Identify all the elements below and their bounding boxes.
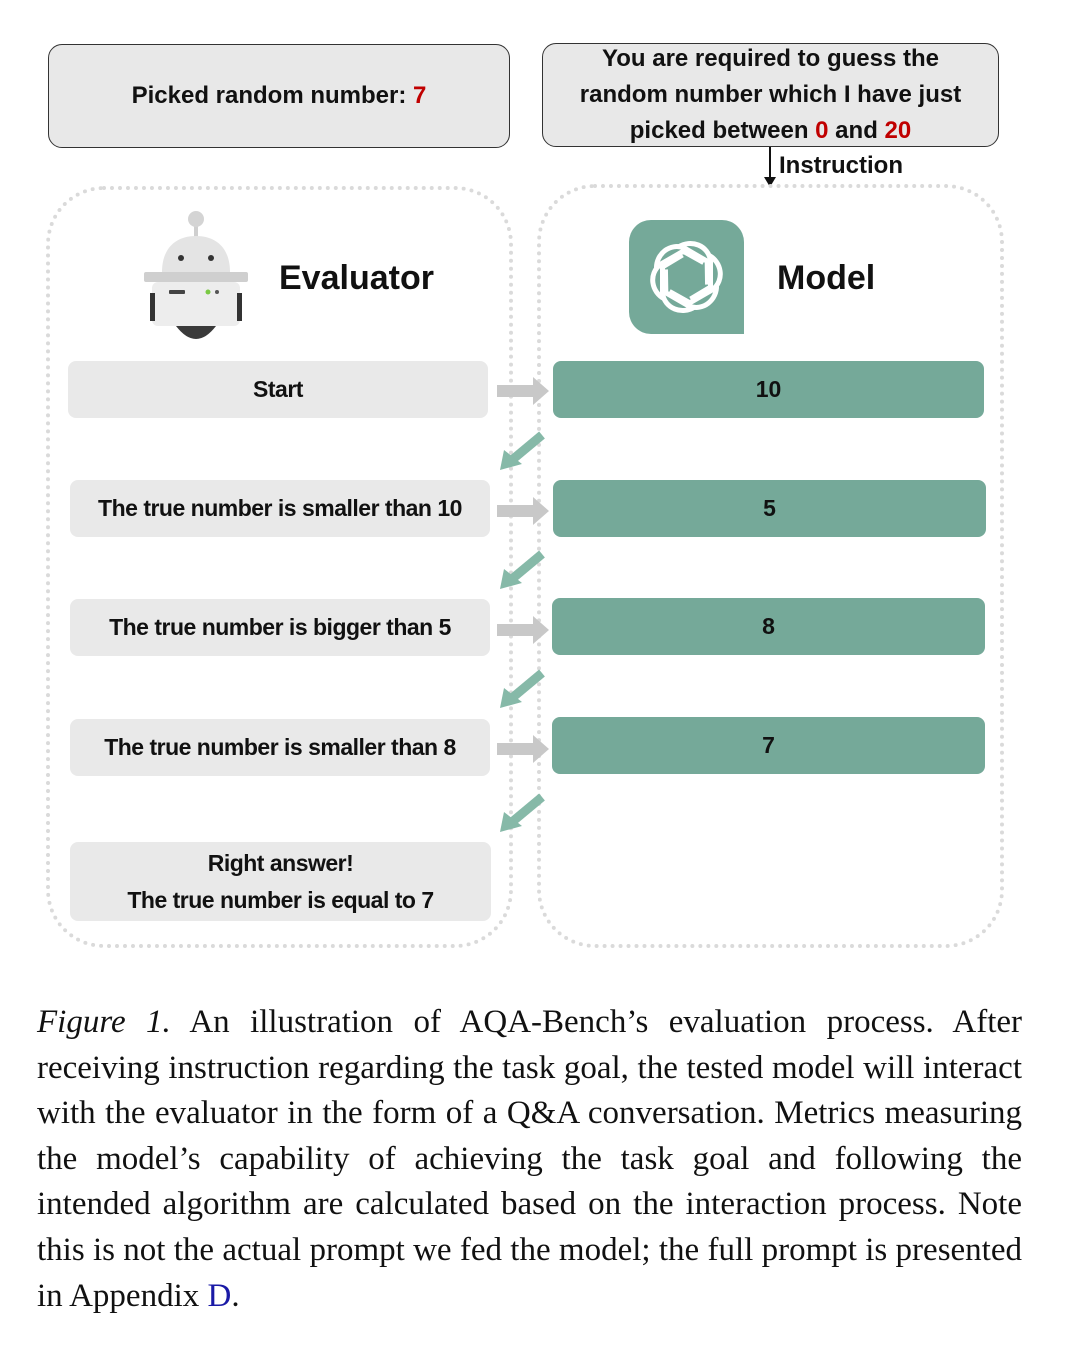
picked-number-value: 7: [413, 82, 427, 109]
down-left-arrow-icon: [500, 669, 545, 708]
evaluator-final-message: Right answer! The true number is equal t…: [70, 842, 491, 921]
evaluator-panel: [46, 186, 513, 948]
final-line-1: Right answer!: [207, 849, 354, 876]
down-left-arrow-icon: [500, 431, 545, 470]
right-arrow-icon: [497, 377, 549, 405]
evaluator-message: The true number is bigger than 5: [70, 599, 490, 656]
caption-text: An illustration of AQA-Bench’s evaluatio…: [37, 1004, 1023, 1314]
model-guess: 5: [553, 480, 986, 537]
instruction-line-2: random number which I have just: [579, 81, 962, 108]
range-low: 0: [815, 117, 829, 144]
evaluator-title: Evaluator: [279, 259, 434, 297]
right-arrow-icon: [497, 497, 549, 525]
picked-number-box: Picked random number: 7: [48, 44, 510, 148]
evaluator-message: The true number is smaller than 8: [70, 719, 490, 776]
openai-logo-icon: [629, 220, 744, 334]
model-panel: [537, 184, 1004, 948]
down-left-arrow-icon: [500, 550, 545, 589]
caption-label: Figure 1.: [37, 1004, 171, 1040]
instruction-label: Instruction: [779, 152, 903, 179]
right-arrow-icon: [497, 616, 549, 644]
picked-number-text: Picked random number: 7: [131, 82, 427, 109]
instruction-line-1: You are required to guess the: [602, 45, 939, 72]
figure-caption: Figure 1. An illustration of AQA-Bench’s…: [37, 1004, 1023, 1314]
right-arrow-icon: [497, 735, 549, 763]
range-high: 20: [884, 117, 912, 144]
down-left-arrow-icon: [500, 793, 545, 832]
evaluator-message: The true number is smaller than 10: [70, 480, 490, 537]
model-guess: 8: [552, 598, 985, 655]
evaluator-message: Start: [68, 361, 488, 418]
instruction-box: You are required to guess the random num…: [542, 43, 999, 147]
model-guess: 7: [552, 717, 985, 774]
robot-icon: [144, 211, 248, 339]
model-title: Model: [777, 259, 876, 297]
appendix-link[interactable]: D: [207, 1277, 232, 1314]
instruction-line-3: picked between 0 and 20: [629, 117, 912, 144]
final-line-2: The true number is equal to 7: [127, 886, 434, 913]
model-guess: 10: [553, 361, 984, 418]
instruction-arrow: [764, 147, 776, 187]
